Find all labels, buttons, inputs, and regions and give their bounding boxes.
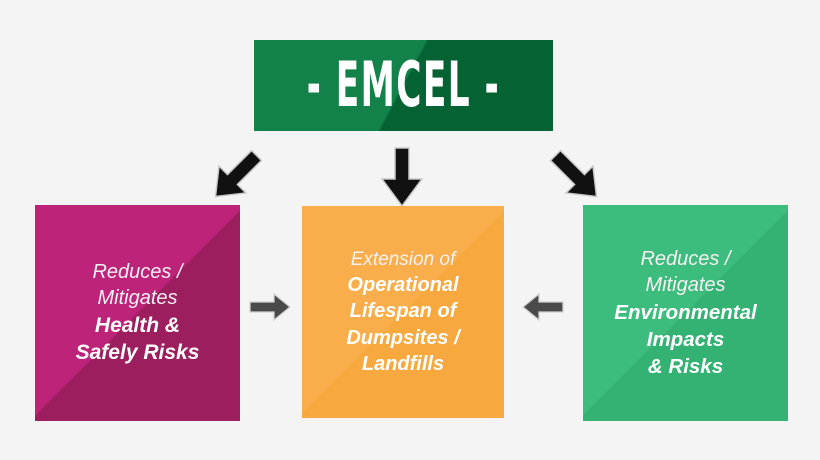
card-text-line: Mitigates xyxy=(645,274,726,297)
card-text-line: Extension of xyxy=(350,248,456,270)
arrow-down-right-icon xyxy=(545,145,607,207)
card-text-line: Landfills xyxy=(361,352,445,375)
card-text-line: Reduces / xyxy=(640,248,731,271)
card-text-line: Mitigates xyxy=(97,287,178,310)
arrow-right-icon xyxy=(248,291,292,323)
card-text-line: Reduces / xyxy=(92,260,183,283)
card-text-line: Lifespan of xyxy=(349,300,457,323)
card-text-line: Impacts xyxy=(646,327,725,351)
arrow-left-icon xyxy=(521,291,565,323)
emcel-header-box: - EMCEL - xyxy=(254,40,553,131)
card-text-line: Health & xyxy=(94,313,181,337)
page-title: - EMCEL - xyxy=(306,49,501,122)
card-text-line: Safely Risks xyxy=(75,341,200,365)
arrow-down-left-icon xyxy=(205,145,267,207)
card-text-line: Environmental xyxy=(614,300,757,324)
arrow-down-icon xyxy=(380,146,424,208)
card-text-line: Dumpsites / xyxy=(346,326,460,349)
card-text-line: & Risks xyxy=(647,354,724,378)
card-text-line: Operational xyxy=(347,273,459,296)
